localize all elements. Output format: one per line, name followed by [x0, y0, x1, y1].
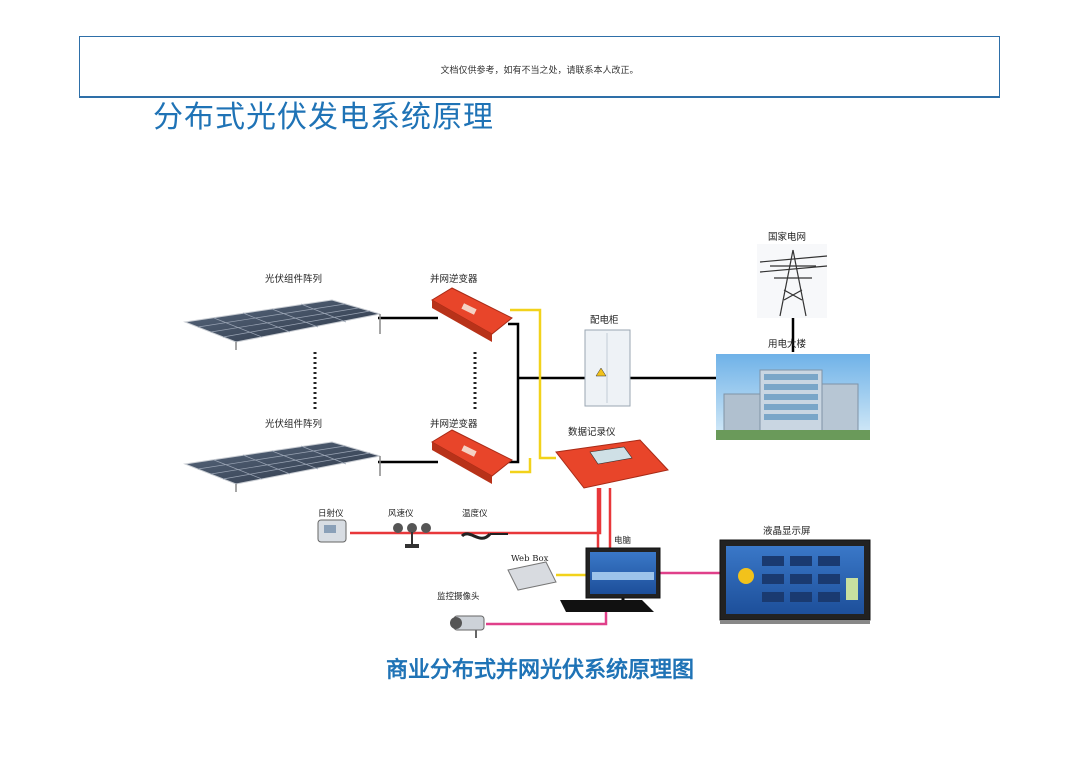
header-box: 文档仅供参考，如有不当之处，请联系本人改正。 — [79, 36, 1000, 98]
page-title: 分布式光伏发电系统原理 — [153, 100, 494, 135]
label-building: 用电大楼 — [768, 338, 807, 350]
building-icon — [716, 354, 870, 440]
distribution-cabinet-icon — [584, 329, 631, 407]
header-note: 文档仅供参考，如有不当之处，请联系本人改正。 — [440, 66, 639, 76]
label-logger: 数据记录仪 — [568, 426, 616, 438]
label-camera: 监控摄像头 — [437, 591, 480, 602]
label-inverter-top: 并网逆变器 — [430, 273, 478, 285]
computer-icon — [560, 547, 661, 612]
solar-array-bottom-icon — [183, 441, 381, 492]
label-cabinet: 配电柜 — [590, 314, 619, 326]
label-irradiance: 日射仪 — [318, 508, 344, 519]
label-computer: 电脑 — [614, 535, 632, 546]
signal-yellow-top — [510, 308, 556, 460]
lcd-screen-icon — [719, 539, 871, 624]
camera-icon — [450, 615, 485, 638]
thermometer-icon — [460, 532, 508, 540]
signal-yellow-bottom — [510, 458, 532, 474]
label-grid: 国家电网 — [768, 231, 806, 243]
ac-line-bottom — [508, 378, 520, 464]
signal-red-sensors — [350, 488, 602, 535]
label-anemometer: 风速仪 — [388, 509, 414, 519]
power-tower-icon — [757, 244, 828, 318]
webbox-icon — [507, 561, 557, 591]
solar-array-top-icon — [183, 299, 381, 350]
label-webbox: Web Box — [511, 554, 549, 564]
irradiance-sensor-icon — [317, 519, 347, 543]
label-thermometer: 温度仪 — [462, 508, 488, 519]
data-logger-icon — [555, 439, 669, 489]
label-lcd: 液晶显示屏 — [763, 525, 811, 537]
inverter-bottom-icon — [431, 429, 513, 484]
inverter-top-icon — [431, 287, 513, 342]
label-pv-array-bottom: 光伏组件阵列 — [265, 418, 322, 430]
label-pv-array-top: 光伏组件阵列 — [265, 273, 322, 285]
anemometer-icon — [393, 523, 431, 548]
label-inverter-bottom: 并网逆变器 — [430, 418, 478, 430]
ac-line-top — [508, 322, 520, 378]
diagram-caption: 商业分布式并网光伏系统原理图 — [385, 658, 694, 683]
